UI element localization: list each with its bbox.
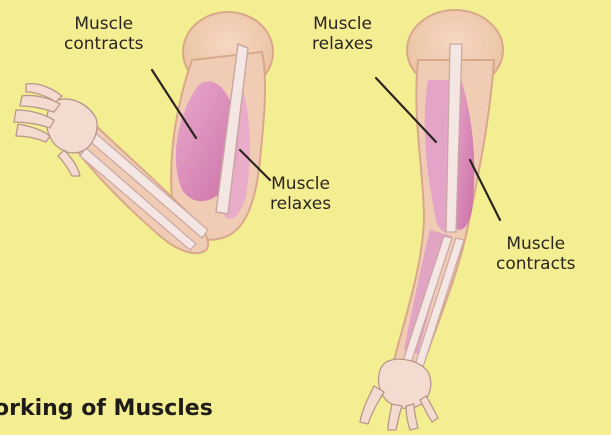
label-line: Muscle bbox=[312, 14, 373, 34]
label-line: contracts bbox=[496, 254, 575, 274]
label-line: Muscle bbox=[270, 174, 331, 194]
label-left-muscle-relaxes: Muscle relaxes bbox=[270, 174, 331, 214]
label-line: contracts bbox=[64, 34, 143, 54]
label-left-muscle-contracts: Muscle contracts bbox=[64, 14, 143, 54]
straight-arm bbox=[360, 10, 503, 430]
left-hand bbox=[14, 84, 97, 176]
label-line: relaxes bbox=[270, 194, 331, 214]
label-right-muscle-contracts: Muscle contracts bbox=[496, 234, 575, 274]
label-line: relaxes bbox=[312, 34, 373, 54]
figure-caption: orking of Muscles bbox=[0, 396, 213, 421]
label-line: Muscle bbox=[64, 14, 143, 34]
right-hand bbox=[360, 359, 438, 430]
label-right-muscle-relaxes: Muscle relaxes bbox=[312, 14, 373, 54]
label-line: Muscle bbox=[496, 234, 575, 254]
bent-arm bbox=[14, 12, 273, 253]
